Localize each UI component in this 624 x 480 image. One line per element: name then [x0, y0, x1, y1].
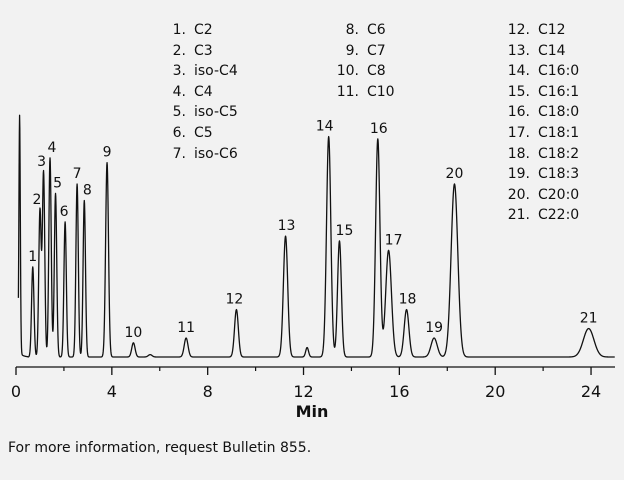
legend-compound-name: C7 [367, 42, 386, 59]
legend-number: 3. [172, 63, 186, 80]
x-tick-label-16: 16 [389, 382, 409, 400]
peak-label-2: 2 [32, 192, 41, 208]
x-tick-label-24: 24 [581, 382, 601, 400]
legend-compound-name: C14 [538, 42, 566, 59]
legend-compound-name: C18:2 [538, 145, 580, 162]
legend-number: 5. [172, 104, 186, 121]
legend-compound-name: C20:0 [538, 186, 580, 203]
legend-number: 21. [507, 207, 530, 224]
legend-number: 6. [172, 124, 186, 141]
legend-compound-name: C12 [538, 22, 566, 38]
peak-label-21: 21 [580, 311, 598, 327]
x-tick-label-12: 12 [293, 382, 313, 400]
legend-number: 8. [345, 22, 359, 38]
legend-entry-17: 17. C18:1 [500, 123, 579, 144]
legend-number: 16. [507, 104, 530, 121]
peak-label-1: 1 [28, 249, 37, 265]
legend-compound-name: C18:0 [538, 104, 580, 121]
peak-label-14: 14 [316, 119, 334, 135]
legend-entry-13: 13. C14 [500, 41, 579, 62]
peak-label-17: 17 [385, 232, 403, 248]
peak-label-16: 16 [370, 121, 388, 137]
legend-number: 20. [507, 186, 530, 203]
legend-entry-16: 16. C18:0 [500, 102, 579, 123]
x-tick-label-4: 4 [107, 382, 117, 400]
legend-compound-name: iso-C6 [194, 145, 238, 162]
peak-label-13: 13 [278, 218, 296, 234]
legend-entry-10: 10. C8 [333, 61, 395, 82]
peak-label-7: 7 [73, 166, 82, 182]
peak-label-10: 10 [124, 325, 142, 341]
peak-label-12: 12 [226, 292, 244, 308]
legend-number: 19. [507, 166, 530, 183]
legend-entry-9: 9. C7 [333, 41, 395, 62]
legend-entry-4: 4. C4 [168, 82, 238, 103]
peak-label-15: 15 [336, 223, 354, 239]
legend-compound-name: iso-C4 [194, 63, 238, 80]
legend-entry-21: 21. C22:0 [500, 205, 579, 226]
legend-compound-name: C18:3 [538, 166, 580, 183]
legend-compound-name: C3 [194, 42, 213, 59]
x-axis-label: Min [295, 402, 329, 421]
x-tick-label-8: 8 [203, 382, 213, 400]
legend-entry-20: 20. C20:0 [500, 185, 579, 206]
legend-entry-5: 5. iso-C5 [168, 102, 238, 123]
legend-entry-12: 12. C12 [500, 20, 579, 41]
legend-number: 18. [507, 145, 530, 162]
legend-entry-15: 15. C16:1 [500, 82, 579, 103]
legend-number: 7. [172, 145, 186, 162]
legend-entry-7: 7. iso-C6 [168, 144, 238, 165]
peak-label-9: 9 [103, 145, 112, 161]
peak-label-4: 4 [48, 140, 57, 156]
x-tick-label-0: 0 [11, 382, 21, 400]
legend-entry-1: 1. C2 [168, 20, 238, 41]
legend-compound-name: C10 [367, 83, 395, 100]
legend-compound-name: C8 [367, 63, 386, 80]
legend-compound-name: C16:0 [538, 63, 580, 80]
legend-compound-name: C2 [194, 22, 213, 38]
legend-compound-name: iso-C5 [194, 104, 238, 121]
peak-label-20: 20 [446, 166, 464, 182]
legend-entry-6: 6. C5 [168, 123, 238, 144]
legend-number: 15. [507, 83, 530, 100]
legend-entry-3: 3. iso-C4 [168, 61, 238, 82]
legend-number: 10. [336, 63, 359, 80]
legend-entry-18: 18. C18:2 [500, 144, 579, 165]
legend-number: 9. [345, 42, 359, 59]
legend-entry-8: 8. C6 [333, 20, 395, 41]
peak-label-11: 11 [177, 320, 195, 336]
peak-label-18: 18 [399, 292, 417, 308]
footnote: For more information, request Bulletin 8… [8, 440, 312, 456]
legend-number: 12. [507, 22, 530, 38]
legend-column-3: 12. C12 13. C14 14. C16:0 15. C16:1 16. C18:0 17. C… [500, 20, 579, 226]
chromatogram-trace [17, 114, 616, 358]
peak-label-6: 6 [60, 204, 69, 220]
legend-compound-name: C22:0 [538, 207, 580, 224]
legend-number: 2. [172, 42, 186, 59]
legend-column-1: 1. C2 2. C3 3. iso-C4 4. C4 5. iso-C5 6. C5 7. iso-C6 [168, 20, 238, 164]
legend-number: 1. [172, 22, 186, 38]
legend-entry-2: 2. C3 [168, 41, 238, 62]
legend-number: 13. [507, 42, 530, 59]
legend-number: 4. [172, 83, 186, 100]
peak-label-5: 5 [53, 175, 62, 191]
peak-label-3: 3 [37, 154, 46, 170]
peak-label-8: 8 [83, 183, 92, 199]
legend-entry-11: 11. C10 [333, 82, 395, 103]
legend-number: 14. [507, 63, 530, 80]
legend-entry-19: 19. C18:3 [500, 164, 579, 185]
legend-compound-name: C6 [367, 22, 386, 38]
legend-compound-name: C16:1 [538, 83, 580, 100]
peak-label-19: 19 [425, 320, 443, 336]
legend-compound-name: C5 [194, 124, 213, 141]
legend-number: 11. [336, 83, 359, 100]
legend-compound-name: C18:1 [538, 124, 580, 141]
x-tick-label-20: 20 [485, 382, 505, 400]
legend-compound-name: C4 [194, 83, 213, 100]
legend-entry-14: 14. C16:0 [500, 61, 579, 82]
legend-number: 17. [507, 124, 530, 141]
legend-column-2: 8. C6 9. C7 10. C8 11. C10 [333, 20, 395, 102]
